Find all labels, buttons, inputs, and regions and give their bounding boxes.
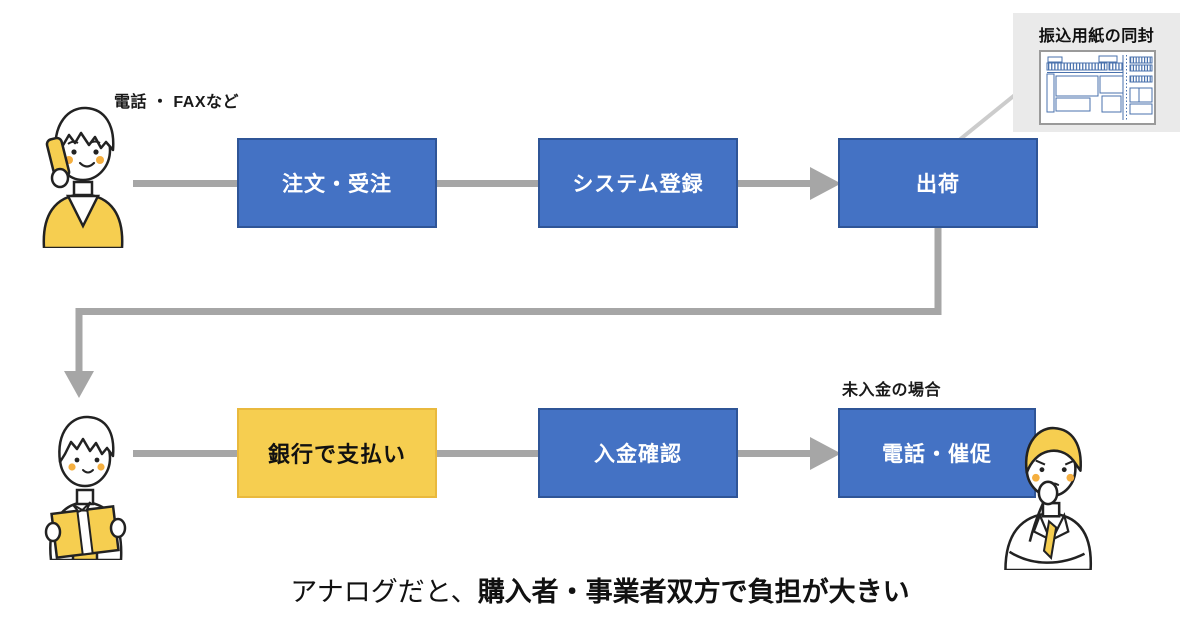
transfer-form-icon bbox=[1039, 50, 1156, 125]
callout-line bbox=[956, 92, 1018, 143]
caption-normal: アナログだと、 bbox=[290, 577, 478, 607]
worried-businessman-icon bbox=[1004, 426, 1092, 570]
flow-step-label: 電話・催促 bbox=[882, 443, 992, 466]
flow-step-label: システム登録 bbox=[572, 173, 704, 196]
connector-ship-to-buyer bbox=[75, 228, 942, 372]
person-on-phone-icon bbox=[42, 106, 124, 248]
flow-step-label: 注文・受注 bbox=[282, 173, 392, 196]
flow-step-shipping: 出荷 bbox=[838, 138, 1038, 228]
caption: アナログだと、購入者・事業者双方で負担が大きい bbox=[0, 570, 1200, 609]
enclosure-card: 振込用紙の同封 bbox=[1013, 13, 1180, 132]
flow-step-label: 入金確認 bbox=[594, 443, 682, 466]
flow-step-system-registration: システム登録 bbox=[538, 138, 738, 228]
flow-step-payment-confirmation: 入金確認 bbox=[538, 408, 738, 498]
flow-step-pay-at-bank: 銀行で支払い bbox=[237, 408, 437, 498]
flow-step-order: 注文・受注 bbox=[237, 138, 437, 228]
flow-arrow-icon bbox=[810, 167, 841, 200]
unpaid-case-label: 未入金の場合 bbox=[842, 382, 942, 399]
flow-step-phone-reminder: 電話・催促 bbox=[838, 408, 1036, 498]
flow-arrow-down-icon bbox=[64, 371, 94, 398]
flow-step-label: 出荷 bbox=[916, 173, 960, 196]
flow-arrow-icon bbox=[810, 437, 841, 470]
enclosure-card-title: 振込用紙の同封 bbox=[1038, 28, 1155, 45]
person-with-package-icon bbox=[44, 415, 127, 560]
order-channel-label: 電話 ・ FAXなど bbox=[114, 94, 240, 111]
flow-step-label: 銀行で支払い bbox=[267, 442, 406, 467]
caption-bold: 購入者・事業者双方で負担が大きい bbox=[477, 577, 910, 607]
